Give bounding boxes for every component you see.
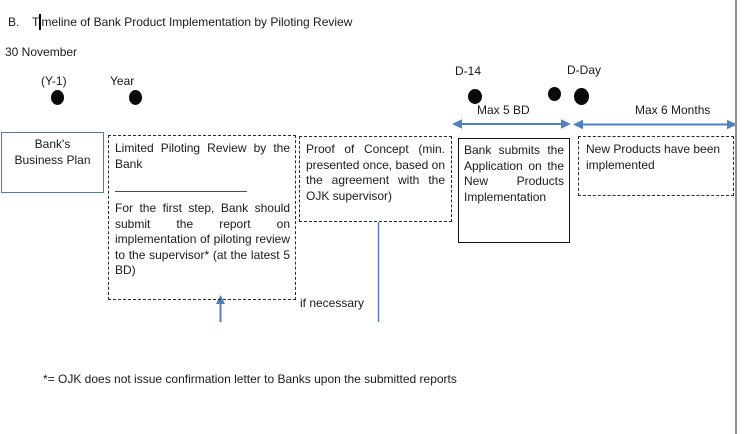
text-cursor (39, 14, 41, 30)
business-plan-line1: Bank's (34, 137, 71, 151)
application-submission-box: Bank submits the Application on the New … (458, 138, 570, 243)
page-edge-line (735, 0, 737, 434)
separator-line (115, 191, 247, 192)
milestone-label-year: Year (110, 74, 135, 88)
business-plan-line2: Business Plan (14, 152, 91, 167)
piloting-review-detail: For the first step, Bank should submit t… (115, 201, 290, 277)
heading-index: B. (8, 15, 20, 29)
timeline-dot-d-day (574, 88, 589, 105)
date-note: 30 November (5, 45, 78, 59)
page-title: Timeline of Bank Product Implementation … (32, 15, 353, 29)
products-implemented-box: New Products have been implemented (578, 136, 734, 196)
footnote: *= OJK does not issue confirmation lette… (43, 372, 457, 386)
business-plan-box: Bank's Business Plan (1, 132, 104, 193)
max-5bd-double-arrow (452, 119, 571, 129)
timeline-dot-pre-d-day (548, 87, 561, 101)
duration-label-max-6-months: Max 6 Months (635, 103, 711, 117)
piloting-review-heading: Limited Piloting Review by the Bank (115, 141, 290, 171)
timeline-dot-d-14 (468, 89, 482, 104)
piloting-review-box: Limited Piloting Review by the Bank For … (108, 135, 296, 300)
max-6months-double-arrow (573, 119, 737, 130)
timeline-dot-y-minus-1 (51, 90, 64, 105)
milestone-label-d-day: D-Day (567, 63, 602, 77)
if-necessary-label: if necessary (300, 296, 365, 310)
milestone-label-d-14: D-14 (455, 64, 482, 78)
milestone-label-y-minus-1: (Y-1) (41, 74, 67, 88)
proof-of-concept-box: Proof of Concept (min. presented once, b… (299, 136, 452, 222)
timeline-dot-year (129, 90, 142, 105)
duration-label-max-5-bd: Max 5 BD (477, 103, 530, 117)
